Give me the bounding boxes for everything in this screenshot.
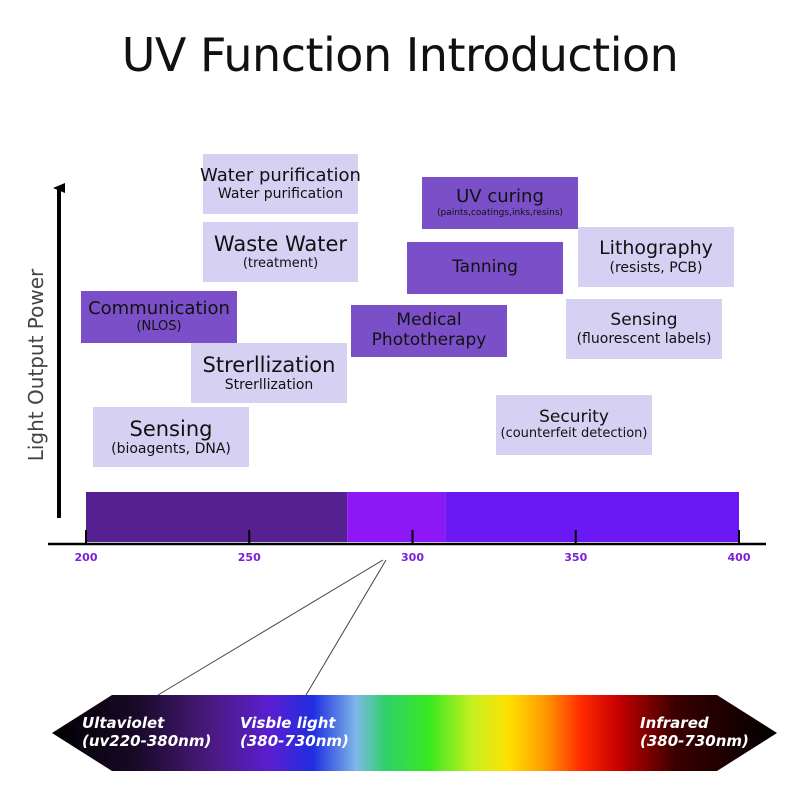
spectrum-bar xyxy=(52,695,777,771)
app-subtitle: (fluorescent labels) xyxy=(576,330,712,347)
app-box-sterilization: Strerllization Strerllization xyxy=(191,343,347,403)
app-title: Communication xyxy=(88,298,230,320)
app-box-waste-water: Waste Water (treatment) xyxy=(203,222,358,282)
zoom-line-right xyxy=(305,559,387,696)
app-subtitle: (bioagents, DNA) xyxy=(111,441,231,458)
wavelength-band-1 xyxy=(347,492,446,542)
app-subtitle: (NLOS) xyxy=(136,318,182,334)
page-title: UV Function Introduction xyxy=(121,28,679,82)
app-box-uv-curing: UV curing (paints,coatings,inks,resins) xyxy=(422,177,578,229)
app-title: UV curing xyxy=(456,186,544,208)
wavelength-bands xyxy=(86,492,739,542)
wavelength-band-0 xyxy=(86,492,348,542)
app-title: Tanning xyxy=(452,257,518,278)
spectrum-label-infrared: Infrared (380-730nm) xyxy=(640,714,749,750)
app-box-lithography: Lithography (resists, PCB) xyxy=(578,227,734,287)
app-title: Waste Water xyxy=(213,232,348,257)
app-box-sensing-bioagents: Sensing (bioagents, DNA) xyxy=(93,407,249,467)
app-title: Security xyxy=(539,406,609,427)
visible-range: (380-730nm) xyxy=(240,732,349,750)
x-tick-label-300: 300 xyxy=(401,551,424,564)
app-title: Medical xyxy=(396,310,462,331)
visible-name: Visble light xyxy=(240,714,336,732)
app-subtitle: Phototherapy xyxy=(371,330,487,350)
infrared-range: (380-730nm) xyxy=(640,732,749,750)
x-tick-label-200: 200 xyxy=(75,551,98,564)
wavelength-band-2 xyxy=(445,492,739,542)
app-box-communication: Communication (NLOS) xyxy=(81,291,237,343)
x-tick-label-350: 350 xyxy=(564,551,587,564)
app-box-medical-phototherapy: Medical Phototherapy xyxy=(351,305,507,357)
app-subtitle: Water purification xyxy=(217,186,344,203)
app-box-water-purification: Water purification Water purification xyxy=(200,154,361,214)
zoom-line-left xyxy=(157,559,384,696)
app-box-sensing-fluorescent: Sensing (fluorescent labels) xyxy=(566,299,722,359)
app-title: Water purification xyxy=(200,164,361,186)
x-axis-ticks: 200 250 300 350 400 xyxy=(75,530,751,564)
ultraviolet-range: (uv220-380nm) xyxy=(82,732,212,750)
app-box-tanning: Tanning xyxy=(407,242,563,294)
app-subtitle: Strerllization xyxy=(224,377,314,394)
app-subtitle: (treatment) xyxy=(242,255,319,271)
spectrum-label-ultraviolet: Ultaviolet (uv220-380nm) xyxy=(82,714,211,750)
app-title: Lithography xyxy=(599,237,713,260)
app-box-security: Security (counterfeit detection) xyxy=(496,395,652,455)
app-title: Strerllization xyxy=(202,352,336,377)
app-subtitle: (paints,coatings,inks,resins) xyxy=(436,208,564,219)
app-title: Sensing xyxy=(610,310,678,331)
app-subtitle: (resists, PCB) xyxy=(609,259,703,276)
ultraviolet-name: Ultaviolet xyxy=(82,714,165,732)
app-title: Sensing xyxy=(129,416,213,441)
x-tick-label-250: 250 xyxy=(238,551,261,564)
app-subtitle: (counterfeit detection) xyxy=(500,426,648,442)
x-tick-label-400: 400 xyxy=(728,551,751,564)
infrared-name: Infrared xyxy=(640,714,709,732)
spectrum-label-visible: Visble light (380-730nm) xyxy=(240,714,349,750)
